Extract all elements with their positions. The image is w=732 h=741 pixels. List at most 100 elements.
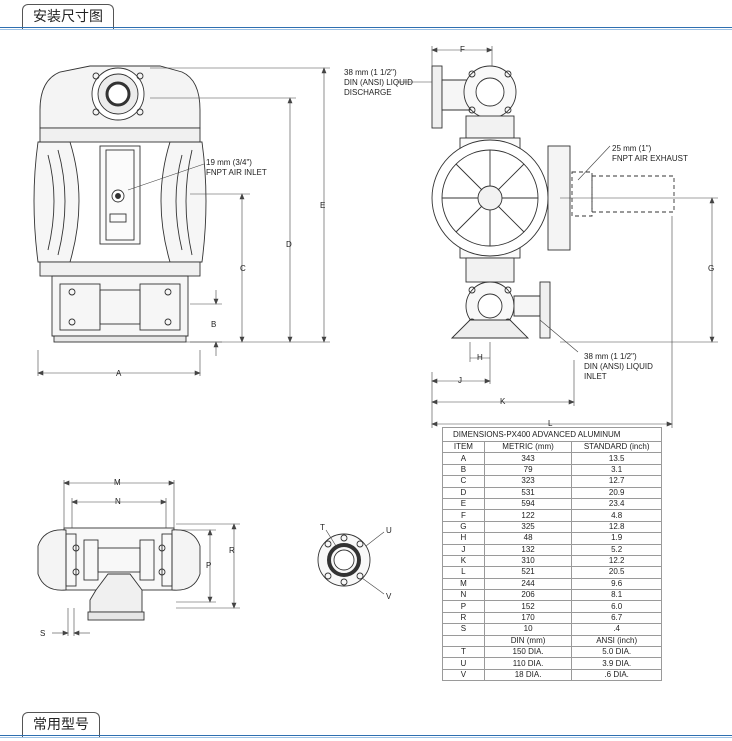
- standard-cell: .4: [571, 623, 662, 636]
- dim-label-j: J: [458, 376, 462, 385]
- dimensions-table: DIMENSIONS-PX400 ADVANCED ALUMINUM ITEM …: [442, 427, 662, 682]
- table-subheader-row: DIN (mm)ANSI (inch): [442, 634, 662, 648]
- metric-cell: 325: [483, 520, 573, 534]
- liquid-inlet-label: INLET: [584, 372, 607, 381]
- item-cell: B: [442, 463, 485, 477]
- liquid-inlet-type: DIN (ANSI) LIQUID: [584, 362, 653, 371]
- table-caption-row: DIMENSIONS-PX400 ADVANCED ALUMINUM: [442, 427, 662, 442]
- dim-label-h: H: [477, 353, 483, 362]
- discharge-type: DIN (ANSI) LIQUID: [344, 78, 413, 87]
- dim-label-e: E: [320, 201, 326, 210]
- item-cell: R: [442, 611, 485, 625]
- standard-cell: 20.9: [571, 486, 662, 499]
- metric-cell: 10: [483, 623, 573, 636]
- item-cell: N: [442, 589, 485, 602]
- discharge-callout: 38 mm (1 1/2") DIN (ANSI) LIQUID DISCHAR…: [344, 68, 413, 98]
- liquid-inlet-callout: 38 mm (1 1/2") DIN (ANSI) LIQUID INLET: [584, 352, 653, 382]
- models-section-header: 常用型号: [0, 708, 732, 738]
- air-inlet-callout: 19 mm (3/4") FNPT AIR INLET: [206, 158, 267, 178]
- metric-cell: 531: [483, 486, 573, 499]
- standard-cell: 12.7: [571, 475, 662, 488]
- air-inlet-size: 19 mm (3/4"): [206, 158, 252, 167]
- ansi-cell: .6 DIA.: [571, 668, 662, 682]
- item-cell: G: [442, 520, 485, 534]
- standard-cell: 20.5: [571, 566, 662, 579]
- item-cell: M: [442, 577, 485, 591]
- standard-cell: 6.7: [571, 611, 662, 625]
- din-cell: 110 DIA.: [483, 657, 573, 670]
- air-exhaust-size: 25 mm (1"): [612, 144, 652, 153]
- dim-label-p: P: [206, 561, 212, 570]
- table-caption: DIMENSIONS-PX400 ADVANCED ALUMINUM: [442, 427, 662, 442]
- item-cell: U: [442, 657, 485, 670]
- standard-cell: 13.5: [571, 452, 662, 465]
- din-cell: 18 DIA.: [483, 668, 573, 682]
- item-cell: H: [442, 532, 485, 545]
- standard-cell: 1.9: [571, 532, 662, 545]
- item-cell: C: [442, 475, 485, 488]
- air-inlet-label: FNPT AIR INLET: [206, 168, 267, 177]
- standard-cell: 12.2: [571, 554, 662, 568]
- air-exhaust-label: FNPT AIR EXHAUST: [612, 154, 688, 163]
- metric-cell: 206: [483, 589, 573, 602]
- dim-label-t: T: [320, 523, 325, 532]
- item-cell: E: [442, 497, 485, 511]
- metric-cell: 79: [483, 463, 573, 477]
- metric-cell: 521: [483, 566, 573, 579]
- item-cell: A: [442, 452, 485, 465]
- section-divider: [0, 27, 732, 30]
- item-cell: T: [442, 646, 485, 659]
- standard-cell: 6.0: [571, 600, 662, 613]
- metric-cell: 343: [483, 452, 573, 465]
- dim-label-r: R: [229, 546, 235, 555]
- subheader-ansi: ANSI (inch): [571, 634, 662, 648]
- dim-label-c: C: [240, 264, 246, 273]
- metric-cell: 122: [483, 509, 573, 522]
- discharge-label: DISCHARGE: [344, 88, 392, 97]
- metric-cell: 244: [483, 577, 573, 591]
- dim-label-s: S: [40, 629, 46, 638]
- subheader-din: DIN (mm): [483, 634, 573, 648]
- section-divider: [0, 735, 732, 738]
- item-cell: J: [442, 543, 485, 556]
- standard-cell: 3.1: [571, 463, 662, 477]
- standard-cell: 4.8: [571, 509, 662, 522]
- metric-cell: 170: [483, 611, 573, 625]
- table-header-row: ITEM METRIC (mm) STANDARD (inch): [442, 440, 662, 454]
- metric-cell: 48: [483, 532, 573, 545]
- metric-cell: 152: [483, 600, 573, 613]
- standard-cell: 23.4: [571, 497, 662, 511]
- dim-label-u: U: [386, 526, 392, 535]
- metric-cell: 132: [483, 543, 573, 556]
- metric-cell: 310: [483, 554, 573, 568]
- install-section-title: 安装尺寸图: [22, 4, 114, 30]
- standard-cell: 12.8: [571, 520, 662, 534]
- din-cell: 150 DIA.: [483, 646, 573, 659]
- air-exhaust-callout: 25 mm (1") FNPT AIR EXHAUST: [612, 144, 688, 164]
- item-cell: F: [442, 509, 485, 522]
- item-cell: S: [442, 623, 485, 636]
- header-item: ITEM: [442, 440, 485, 454]
- standard-cell: 8.1: [571, 589, 662, 602]
- install-section-header: 安装尺寸图: [0, 0, 732, 30]
- metric-cell: 323: [483, 475, 573, 488]
- standard-cell: 9.6: [571, 577, 662, 591]
- dim-label-n: N: [115, 497, 121, 506]
- ansi-cell: 3.9 DIA.: [571, 657, 662, 670]
- item-cell: D: [442, 486, 485, 499]
